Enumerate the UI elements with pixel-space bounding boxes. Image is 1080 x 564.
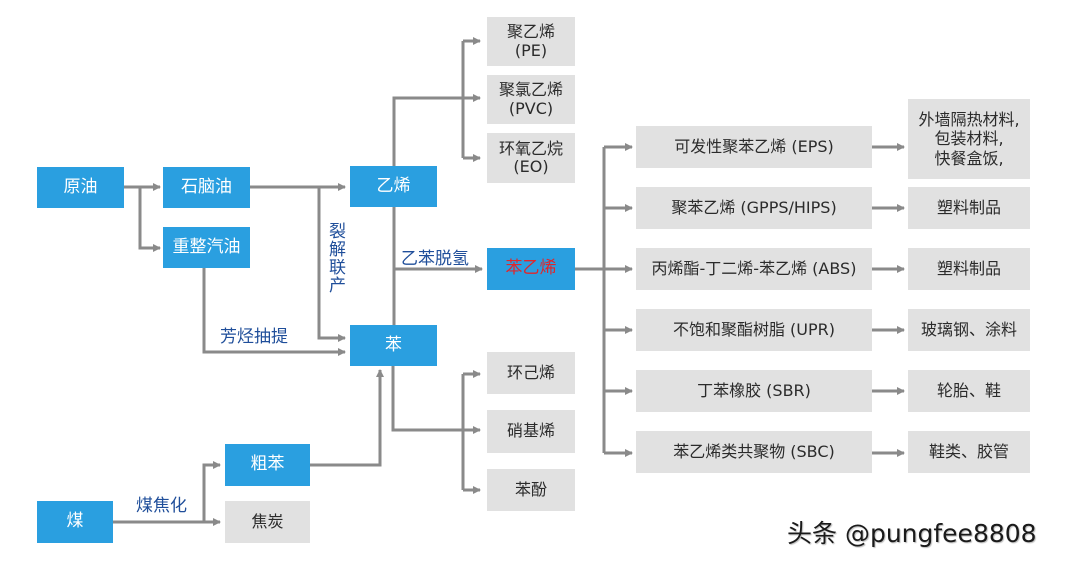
application-gpps-hips: 塑料制品 bbox=[908, 187, 1030, 229]
label-cracking: 裂解联产 bbox=[325, 222, 345, 294]
derivative-label: 丁苯橡胶 (SBR) bbox=[697, 380, 811, 400]
derivative-label: 丙烯酯-丁二烯-苯乙烯 (ABS) bbox=[651, 258, 857, 278]
node-pvc: 聚氯乙烯 (PVC) bbox=[487, 75, 575, 124]
node-label: 焦炭 bbox=[251, 511, 284, 531]
connector-crude-to-reformate bbox=[138, 187, 161, 252]
derivative-sbr: 丁苯橡胶 (SBR) bbox=[636, 370, 872, 412]
application-line: 外墙隔热材料, bbox=[918, 110, 1020, 130]
derivative-eps: 可发性聚苯乙烯 (EPS) bbox=[636, 126, 872, 168]
node-eo: 环氧乙烷 (EO) bbox=[487, 133, 575, 183]
application-sbr: 轮胎、鞋 bbox=[908, 370, 1030, 412]
connector-reformate-to-benzene bbox=[202, 268, 346, 356]
derivative-gpps-hips: 聚苯乙烯 (GPPS/HIPS) bbox=[636, 187, 872, 229]
node-label-line1: 聚氯乙烯 bbox=[498, 80, 563, 100]
node-benzene: 苯 bbox=[350, 325, 437, 366]
node-styrene: 苯乙烯 bbox=[487, 248, 575, 290]
node-crude-benzene: 粗苯 bbox=[225, 444, 310, 486]
application-label: 轮胎、鞋 bbox=[936, 380, 1001, 400]
connector-cracking-to-benzene bbox=[317, 187, 346, 342]
connector-benzene-down bbox=[391, 366, 481, 434]
derivative-label: 不饱和聚酯树脂 (UPR) bbox=[672, 319, 836, 339]
application-label: 玻璃钢、涂料 bbox=[920, 319, 1017, 339]
derivative-sbc: 苯乙烯类共聚物 (SBC) bbox=[636, 431, 872, 473]
node-label: 硝基烯 bbox=[506, 421, 555, 441]
node-coke: 焦炭 bbox=[225, 501, 310, 543]
node-label-line2: (PE) bbox=[514, 40, 548, 60]
label-aromatics-extraction: 芳烃抽提 bbox=[220, 327, 288, 347]
node-nitrobenzene: 硝基烯 bbox=[487, 410, 575, 453]
application-label: 鞋类、胶管 bbox=[928, 441, 1009, 461]
application-eps: 外墙隔热材料, 包装材料, 快餐盒饭, bbox=[908, 99, 1030, 179]
node-label: 苯 bbox=[385, 334, 402, 355]
application-upr: 玻璃钢、涂料 bbox=[908, 309, 1030, 351]
node-label: 环己烯 bbox=[506, 362, 555, 382]
node-reformate: 重整汽油 bbox=[163, 227, 250, 268]
application-sbc: 鞋类、胶管 bbox=[908, 431, 1030, 473]
connector-ethylene-up bbox=[392, 94, 481, 168]
node-ethylene: 乙烯 bbox=[350, 166, 437, 207]
node-coal: 煤 bbox=[37, 501, 113, 543]
node-phenol: 苯酚 bbox=[487, 469, 575, 511]
node-label: 苯乙烯 bbox=[505, 258, 557, 279]
node-label: 石脑油 bbox=[181, 176, 232, 197]
node-label: 粗苯 bbox=[250, 454, 285, 475]
node-pe: 聚乙烯 (PE) bbox=[487, 17, 575, 66]
connector-coal-to-crude-benzene bbox=[202, 461, 221, 522]
node-crude-oil: 原油 bbox=[37, 167, 124, 208]
node-naphtha: 石脑油 bbox=[163, 167, 250, 208]
node-label-line2: (EO) bbox=[513, 157, 549, 176]
node-label-line1: 聚乙烯 bbox=[506, 22, 555, 42]
node-label: 乙烯 bbox=[376, 175, 411, 196]
label-ethylbenzene-dehydrogenation: 乙苯脱氢 bbox=[401, 249, 469, 269]
application-line: 快餐盒饭, bbox=[934, 148, 1004, 168]
node-label: 苯酚 bbox=[514, 479, 547, 499]
derivative-label: 聚苯乙烯 (GPPS/HIPS) bbox=[671, 197, 837, 217]
node-label-line2: (PVC) bbox=[508, 98, 554, 118]
node-label: 煤 bbox=[66, 511, 84, 532]
application-label: 塑料制品 bbox=[936, 197, 1001, 217]
node-label: 重整汽油 bbox=[172, 236, 241, 257]
application-abs: 塑料制品 bbox=[908, 248, 1030, 290]
derivative-upr: 不饱和聚酯树脂 (UPR) bbox=[636, 309, 872, 351]
label-coal-coking: 煤焦化 bbox=[136, 496, 187, 516]
node-cyclohexene: 环己烯 bbox=[487, 352, 575, 394]
watermark: 头条 @pungfee8808 bbox=[787, 519, 1037, 548]
node-label: 原油 bbox=[63, 176, 98, 197]
derivative-label: 苯乙烯类共聚物 (SBC) bbox=[673, 441, 835, 461]
node-label-line1: 环氧乙烷 bbox=[498, 138, 563, 158]
connector-crude-benzene-to-benzene bbox=[310, 369, 384, 467]
derivative-abs: 丙烯酯-丁二烯-苯乙烯 (ABS) bbox=[636, 248, 872, 290]
application-label: 塑料制品 bbox=[936, 258, 1001, 278]
application-line: 包装材料, bbox=[934, 129, 1004, 149]
derivative-label: 可发性聚苯乙烯 (EPS) bbox=[674, 136, 834, 156]
